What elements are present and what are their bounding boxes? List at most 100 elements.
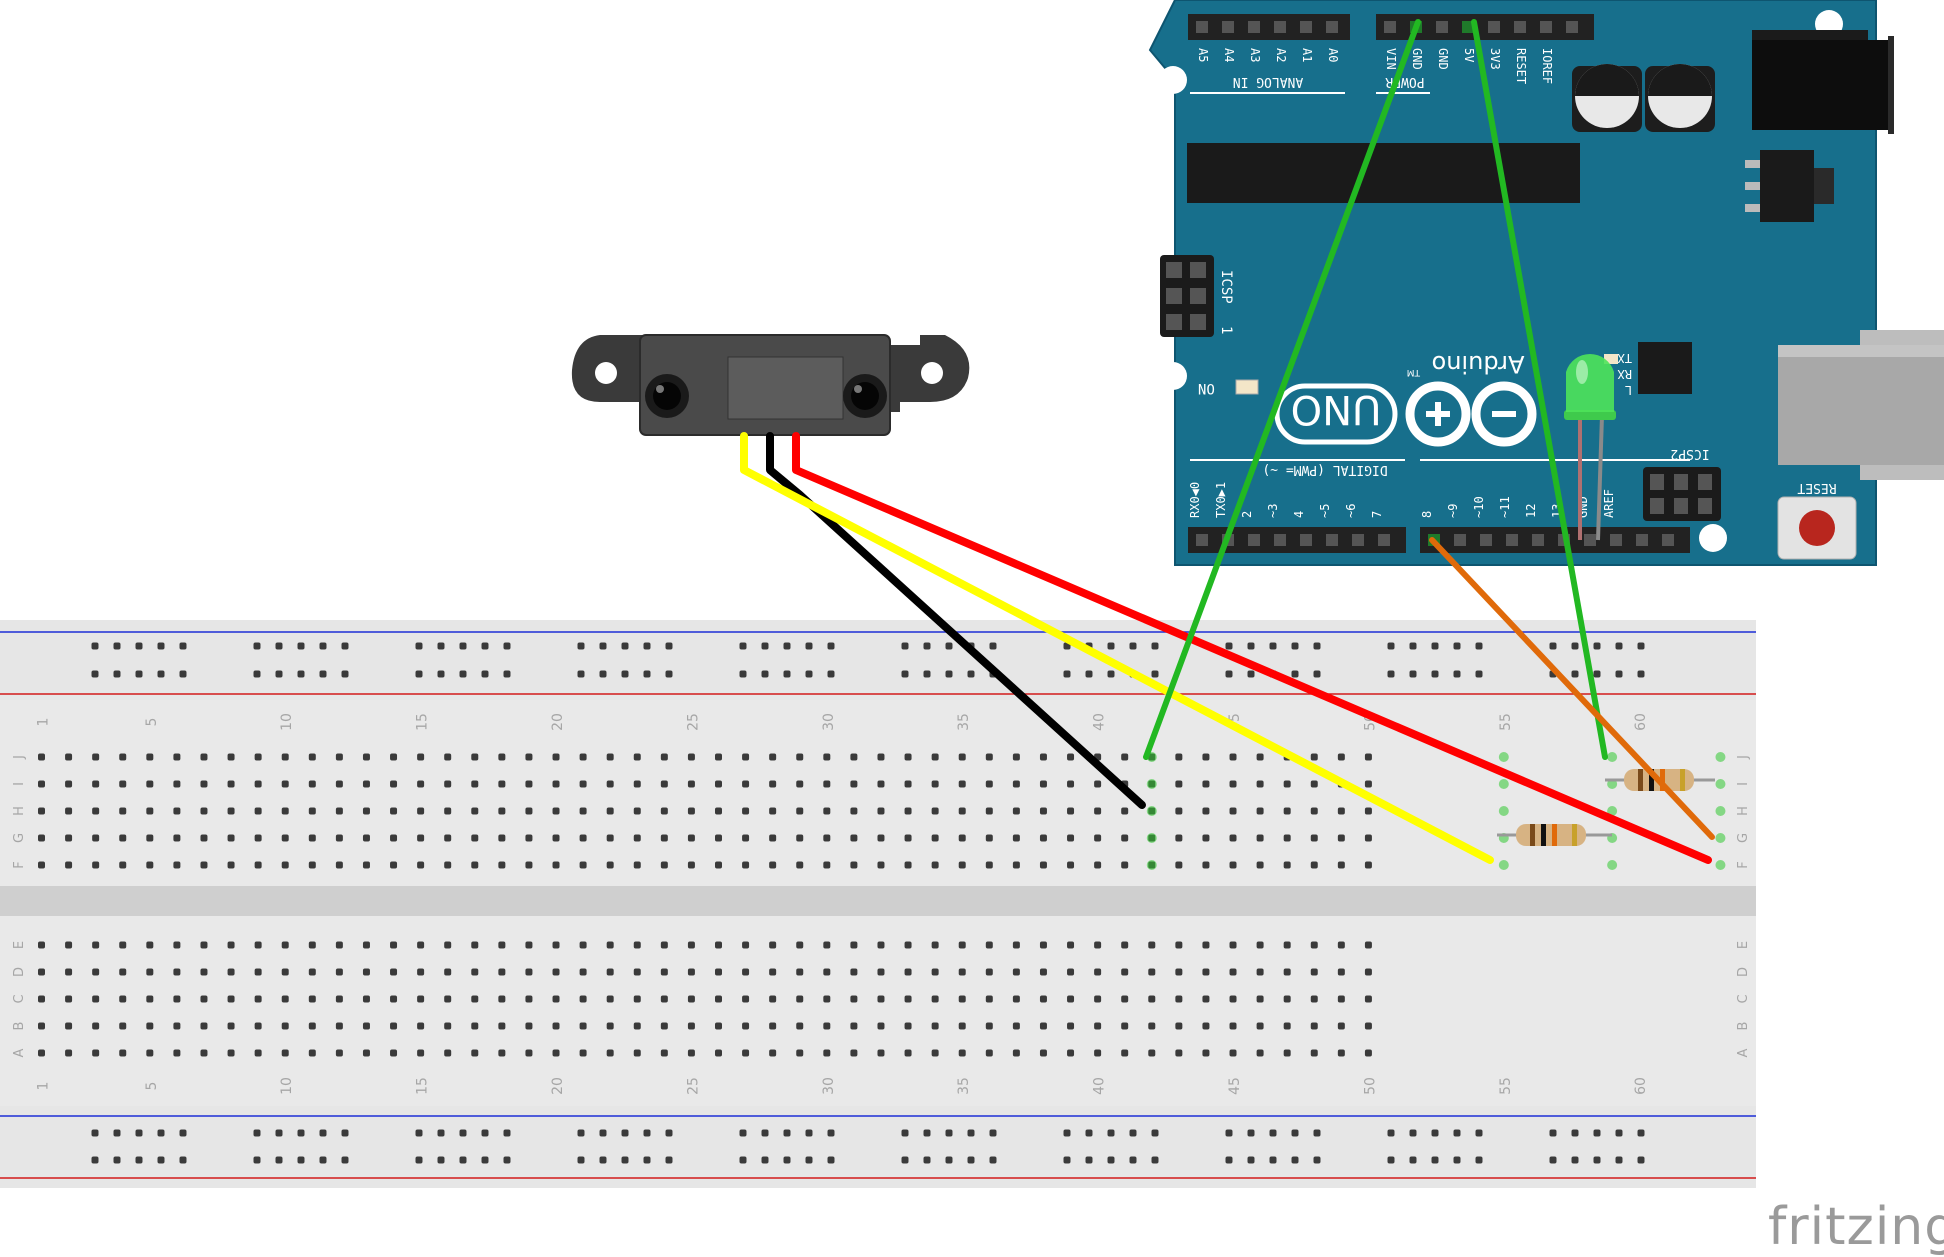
breadboard-hole[interactable] [687,941,695,949]
breadboard-hole[interactable] [958,753,966,761]
breadboard-hole[interactable] [38,834,45,842]
breadboard-hole[interactable] [173,753,181,761]
breadboard-hole[interactable] [92,968,100,976]
rail-hole[interactable] [967,1156,975,1164]
breadboard-hole[interactable] [1202,968,1210,976]
rail-hole[interactable] [297,670,305,678]
breadboard-hole[interactable] [687,753,695,761]
breadboard-hole[interactable] [335,968,343,976]
rail-hole[interactable] [643,642,651,650]
breadboard-hole[interactable] [173,1022,181,1030]
breadboard-hole[interactable] [1067,834,1075,842]
breadboard-hole[interactable] [796,1022,804,1030]
breadboard-hole[interactable] [417,834,425,842]
breadboard-hole[interactable] [92,1049,100,1057]
header-pin[interactable] [1506,534,1518,546]
header-pin[interactable] [1274,534,1286,546]
breadboard-hole[interactable] [1202,941,1210,949]
breadboard-hole[interactable] [38,753,45,761]
rail-hole[interactable] [113,1129,121,1137]
breadboard-hole[interactable] [335,995,343,1003]
breadboard-hole[interactable] [850,1022,858,1030]
breadboard-hole[interactable] [742,1022,750,1030]
rail-hole[interactable] [319,670,327,678]
rail-hole[interactable] [1549,1129,1557,1137]
rail-hole[interactable] [761,670,769,678]
breadboard-hole[interactable] [1039,861,1047,869]
breadboard-hole[interactable] [1337,995,1345,1003]
breadboard-hole[interactable] [715,807,722,815]
breadboard-hole[interactable] [1012,941,1020,949]
breadboard-hole[interactable] [579,1049,587,1057]
rail-hole[interactable] [437,670,445,678]
breadboard-hole[interactable] [308,941,316,949]
breadboard-hole[interactable] [308,780,316,788]
breadboard-hole[interactable] [362,834,370,842]
breadboard-hole[interactable] [173,834,181,842]
breadboard-hole[interactable] [38,941,45,949]
rail-hole[interactable] [923,670,931,678]
breadboard-hole[interactable] [471,941,479,949]
rail-hole[interactable] [805,670,813,678]
breadboard-hole[interactable] [281,1022,289,1030]
breadboard-hole[interactable] [1202,1022,1210,1030]
breadboard-hole[interactable] [390,1049,398,1057]
breadboard-hole[interactable] [796,995,804,1003]
breadboard-hole[interactable] [1256,995,1264,1003]
rail-hole[interactable] [459,642,467,650]
breadboard-hole[interactable] [850,995,858,1003]
breadboard-hole[interactable] [931,834,939,842]
breadboard-hole[interactable] [796,861,804,869]
rail-hole[interactable] [319,1156,327,1164]
breadboard-hole[interactable] [579,941,587,949]
breadboard-hole[interactable] [1012,753,1020,761]
breadboard-hole[interactable] [985,861,993,869]
breadboard-hole[interactable] [308,807,316,815]
breadboard-hole[interactable] [254,834,262,842]
rail-hole[interactable] [1593,1129,1601,1137]
breadboard-hole[interactable] [877,780,885,788]
breadboard-hole[interactable] [254,861,262,869]
breadboard-hole[interactable] [498,807,506,815]
breadboard-hole[interactable] [525,995,533,1003]
breadboard-hole[interactable] [633,1022,641,1030]
breadboard-hole[interactable] [65,780,73,788]
header-pin[interactable] [1196,534,1208,546]
rail-hole[interactable] [253,642,261,650]
breadboard-hole[interactable] [38,861,45,869]
header-pin[interactable] [1514,21,1526,33]
rail-hole[interactable] [437,642,445,650]
breadboard-hole[interactable] [1148,1049,1156,1057]
breadboard-hole[interactable] [660,941,668,949]
breadboard-hole[interactable] [1175,861,1183,869]
breadboard-hole[interactable] [796,834,804,842]
breadboard-hole[interactable] [1364,834,1372,842]
breadboard-hole[interactable] [119,861,127,869]
rail-hole[interactable] [1593,642,1601,650]
rail-hole[interactable] [341,1156,349,1164]
breadboard-hole[interactable] [471,834,479,842]
header-pin[interactable] [1248,534,1260,546]
rail-hole[interactable] [157,642,165,650]
breadboard-hole[interactable] [552,941,560,949]
rail-hole[interactable] [1431,1156,1439,1164]
breadboard-hole[interactable] [931,941,939,949]
breadboard-hole[interactable] [146,807,154,815]
breadboard-hole[interactable] [742,780,750,788]
breadboard-hole[interactable] [715,968,722,976]
breadboard-hole[interactable] [254,780,262,788]
breadboard-hole[interactable] [173,780,181,788]
breadboard-hole[interactable] [958,1049,966,1057]
breadboard-hole[interactable] [660,861,668,869]
breadboard-hole[interactable] [769,780,777,788]
breadboard-hole[interactable] [904,941,912,949]
breadboard-hole[interactable] [742,834,750,842]
breadboard-hole[interactable] [1012,807,1020,815]
rail-hole[interactable] [1107,1156,1115,1164]
breadboard-hole[interactable] [904,968,912,976]
breadboard-hole[interactable] [444,834,452,842]
breadboard-hole[interactable] [1121,968,1129,976]
rail-hole[interactable] [1409,670,1417,678]
rail-hole[interactable] [665,1156,673,1164]
breadboard-hole[interactable] [1283,995,1291,1003]
